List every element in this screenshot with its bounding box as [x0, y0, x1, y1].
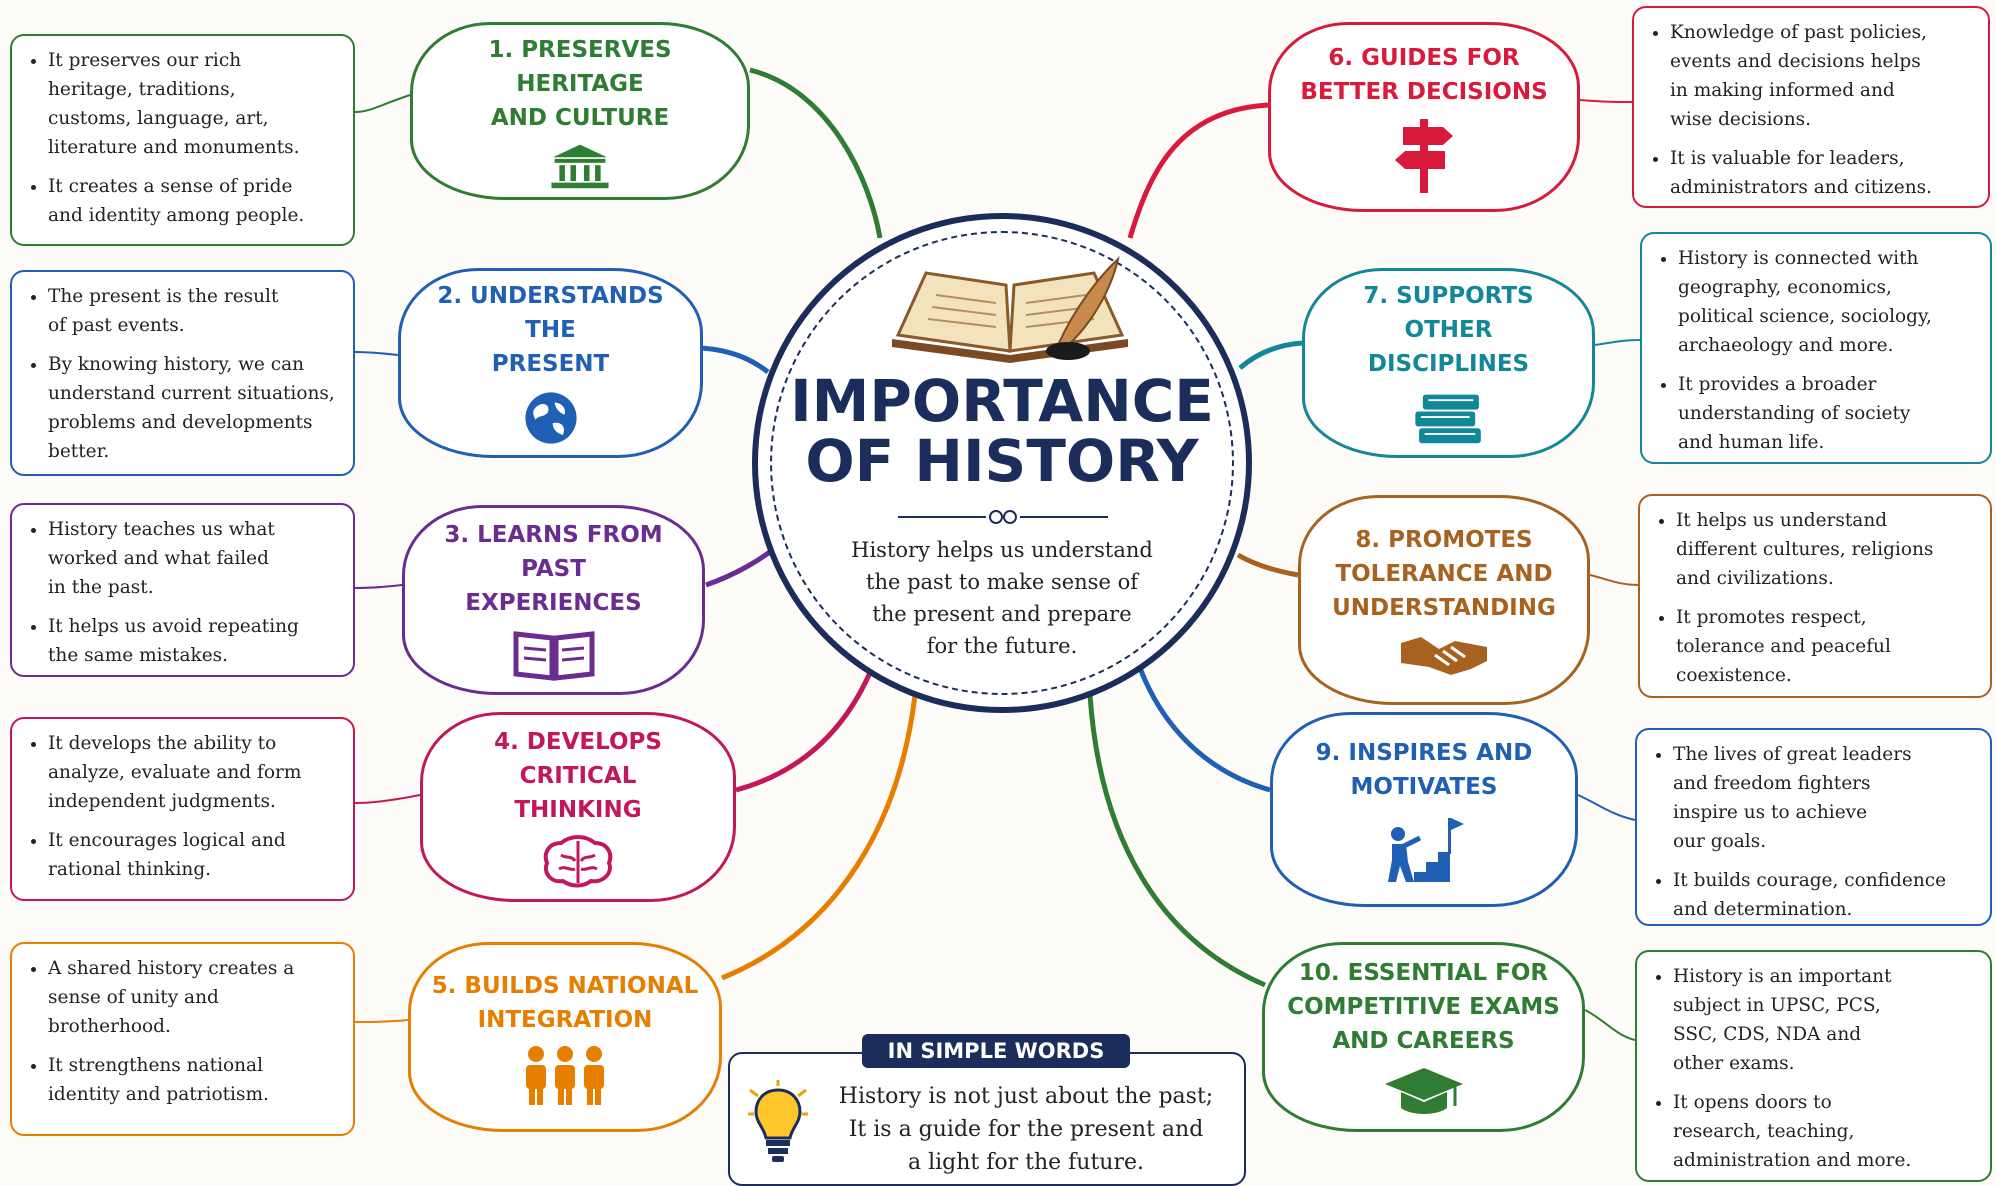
- branch-2-note: The present is the result of past events…: [10, 270, 355, 476]
- list-item: It strengthens national identity and pat…: [48, 1051, 339, 1109]
- page-title: IMPORTANCE OF HISTORY: [790, 367, 1214, 495]
- branch-1-note: It preserves our rich heritage, traditio…: [10, 34, 355, 246]
- center-hub: IMPORTANCE OF HISTORY History helps us u…: [752, 213, 1252, 713]
- list-item: It encourages logical and rational think…: [48, 826, 339, 884]
- list-item: History teaches us what worked and what …: [48, 515, 339, 602]
- simple-words-box: IN SIMPLE WORDS History is not just abou…: [728, 1034, 1246, 1186]
- branch-4-bubble: 4. DEVELOPS CRITICAL THINKING: [420, 712, 736, 902]
- branch-9-title: 9. INSPIRES AND MOTIVATES: [1315, 739, 1533, 800]
- branch-3-bubble: 3. LEARNS FROM PAST EXPERIENCES: [402, 505, 705, 695]
- branch-10-note: History is an important subject in UPSC,…: [1635, 950, 1992, 1182]
- list-item: It creates a sense of pride and identity…: [48, 172, 339, 230]
- branch-8-title: 8. PROMOTES TOLERANCE AND UNDERSTANDING: [1332, 527, 1556, 621]
- list-item: It preserves our rich heritage, traditio…: [48, 46, 339, 162]
- list-item: Knowledge of past policies, events and d…: [1670, 18, 1974, 134]
- branch-9-bubble: 9. INSPIRES AND MOTIVATES: [1270, 712, 1578, 907]
- book-icon: [513, 631, 594, 681]
- branch-8-note: It helps us understand different culture…: [1638, 494, 1992, 698]
- simple-words-header: IN SIMPLE WORDS: [862, 1034, 1130, 1068]
- list-item: The present is the result of past events…: [48, 282, 339, 340]
- climber-flag-icon: [1388, 817, 1464, 882]
- branch-7-note: History is connected with geography, eco…: [1640, 232, 1992, 464]
- hub-dashed-ring: [770, 231, 1234, 695]
- list-item: By knowing history, we can understand cu…: [48, 350, 339, 466]
- list-item: It provides a broader understanding of s…: [1678, 370, 1976, 457]
- building-icon: [551, 144, 609, 189]
- branch-10-bubble: 10. ESSENTIAL FOR COMPETITIVE EXAMS AND …: [1262, 942, 1585, 1132]
- graduation-cap-icon: [1384, 1068, 1463, 1114]
- handshake-icon: [1401, 637, 1487, 675]
- list-item: It helps us avoid repeating the same mis…: [48, 612, 339, 670]
- list-item: History is connected with geography, eco…: [1678, 244, 1976, 360]
- branch-10-title: 10. ESSENTIAL FOR COMPETITIVE EXAMS AND …: [1287, 960, 1560, 1054]
- branch-7-title: 7. SUPPORTS OTHER DISCIPLINES: [1363, 283, 1534, 377]
- branch-7-bubble: 7. SUPPORTS OTHER DISCIPLINES: [1302, 268, 1595, 458]
- branch-1-title: 1. PRESERVES HERITAGE AND CULTURE: [488, 37, 672, 131]
- branch-2-title: 2. UNDERSTANDS THE PRESENT: [437, 283, 664, 377]
- list-item: History is an important subject in UPSC,…: [1673, 962, 1976, 1078]
- branch-6-title: 6. GUIDES FOR BETTER DECISIONS: [1300, 45, 1548, 105]
- branch-5-note: A shared history creates a sense of unit…: [10, 942, 355, 1136]
- branch-9-note: The lives of great leaders and freedom f…: [1635, 728, 1992, 926]
- list-item: A shared history creates a sense of unit…: [48, 954, 339, 1041]
- list-item: It is valuable for leaders, administrato…: [1670, 144, 1974, 202]
- branch-1-bubble: 1. PRESERVES HERITAGE AND CULTURE: [410, 22, 750, 200]
- branch-3-title: 3. LEARNS FROM PAST EXPERIENCES: [444, 522, 663, 616]
- hub-subtitle: History helps us understand the past to …: [851, 538, 1153, 658]
- list-item: It develops the ability to analyze, eval…: [48, 729, 339, 816]
- people-icon: [526, 1046, 604, 1105]
- open-book-quill-icon: [892, 256, 1128, 363]
- divider-ornament: [898, 510, 1108, 524]
- branch-6-bubble: 6. GUIDES FOR BETTER DECISIONS: [1268, 22, 1580, 212]
- globe-icon: [524, 392, 577, 444]
- brain-icon: [543, 835, 613, 888]
- branch-6-note: Knowledge of past policies, events and d…: [1632, 6, 1990, 208]
- list-item: It helps us understand different culture…: [1676, 506, 1976, 593]
- list-item: The lives of great leaders and freedom f…: [1673, 740, 1976, 856]
- list-item: It opens doors to research, teaching, ad…: [1673, 1088, 1976, 1175]
- list-item: It builds courage, confidence and determ…: [1673, 866, 1976, 924]
- simple-words-text: History is not just about the past; It i…: [838, 1084, 1214, 1175]
- branch-5-title: 5. BUILDS NATIONAL INTEGRATION: [431, 973, 699, 1033]
- list-item: It promotes respect, tolerance and peace…: [1676, 603, 1976, 690]
- branch-4-title: 4. DEVELOPS CRITICAL THINKING: [494, 729, 662, 823]
- books-stack-icon: [1414, 394, 1481, 444]
- branch-3-note: History teaches us what worked and what …: [10, 503, 355, 677]
- branch-5-bubble: 5. BUILDS NATIONAL INTEGRATION: [408, 942, 722, 1132]
- branch-4-note: It develops the ability to analyze, eval…: [10, 717, 355, 901]
- lightbulb-icon: [748, 1080, 808, 1162]
- branch-2-bubble: 2. UNDERSTANDS THE PRESENT: [398, 268, 703, 458]
- branch-8-bubble: 8. PROMOTES TOLERANCE AND UNDERSTANDING: [1298, 495, 1590, 705]
- signpost-icon: [1395, 119, 1453, 193]
